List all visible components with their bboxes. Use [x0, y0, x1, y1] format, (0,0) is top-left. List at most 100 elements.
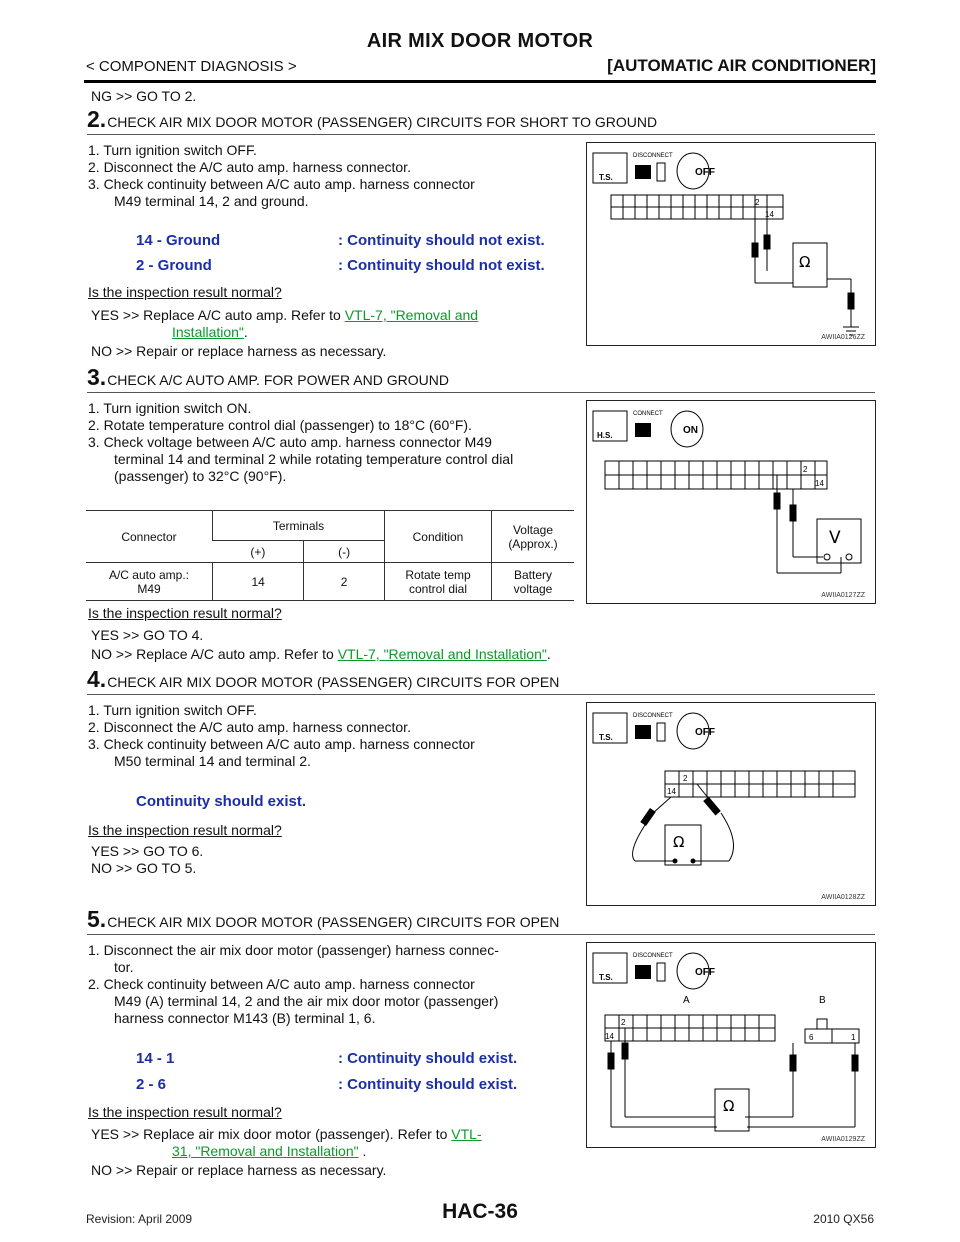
- spec-value: : Continuity should exist.: [338, 1076, 518, 1093]
- svg-text:T.S.: T.S.: [599, 973, 613, 982]
- step-5-rule: [87, 934, 875, 935]
- table-header: Terminals: [212, 510, 385, 541]
- step-3-line: 3. Check voltage between A/C auto amp. h…: [88, 434, 492, 450]
- step-2-heading: 2.CHECK AIR MIX DOOR MOTOR (PASSENGER) C…: [87, 106, 658, 132]
- header-rule: [84, 80, 876, 83]
- intro-text: NG >> GO TO 2.: [91, 88, 197, 104]
- step-2-line: 1. Turn ignition switch OFF.: [88, 142, 257, 158]
- inspection-question: Is the inspection result normal?: [88, 605, 282, 621]
- step-4-line: 1. Turn ignition switch OFF.: [88, 702, 257, 718]
- yes-result: YES >> Replace air mix door motor (passe…: [91, 1126, 482, 1142]
- svg-text:OFF: OFF: [695, 967, 715, 978]
- svg-text:2: 2: [755, 198, 760, 207]
- svg-text:T.S.: T.S.: [599, 173, 613, 182]
- step-4-heading: 4.CHECK AIR MIX DOOR MOTOR (PASSENGER) C…: [87, 666, 560, 692]
- probe-wires: [607, 1028, 859, 1132]
- ohm-meter-icon: Ω: [673, 833, 684, 851]
- no-result: NO >> GO TO 5.: [91, 860, 197, 876]
- no-result: NO >> Replace A/C auto amp. Refer to VTL…: [91, 646, 551, 662]
- step-2-line: 3. Check continuity between A/C auto amp…: [88, 176, 475, 192]
- table-header: (-): [303, 540, 385, 563]
- step-2-line: 2. Disconnect the A/C auto amp. harness …: [88, 159, 411, 175]
- connector-grid: [610, 194, 784, 220]
- ohm-meter-icon: Ω: [723, 1097, 734, 1115]
- svg-text:CONNECT: CONNECT: [633, 411, 663, 417]
- table-cell: A/C auto amp.: M49: [86, 562, 213, 601]
- spec-value: : Continuity should not exist.: [338, 232, 545, 249]
- wiring-figure-3: T.S. OFF DISCONNECT 2 14 Ω AWIIA01: [586, 702, 876, 906]
- no-result: NO >> Repair or replace harness as neces…: [91, 343, 387, 359]
- connect-icon: H.S. ON CONNECT: [592, 410, 704, 448]
- table-cell: 2: [303, 562, 385, 601]
- svg-text:DISCONNECT: DISCONNECT: [633, 153, 673, 159]
- disconnect-icon: T.S. OFF DISCONNECT: [592, 152, 715, 190]
- step-4-rule: [87, 694, 875, 695]
- step-4-line: 3. Check continuity between A/C auto amp…: [88, 736, 475, 752]
- section-breadcrumb: < COMPONENT DIAGNOSIS >: [86, 58, 297, 75]
- section-system: [AUTOMATIC AIR CONDITIONER]: [607, 56, 876, 75]
- voltmeter-icon: V: [829, 528, 841, 548]
- svg-text:1: 1: [851, 1033, 856, 1042]
- svg-text:OFF: OFF: [695, 727, 715, 738]
- svg-text:6: 6: [809, 1033, 814, 1042]
- page-number: HAC-36: [442, 1200, 518, 1223]
- reference-link[interactable]: 31, "Removal and Installation": [172, 1143, 359, 1159]
- inspection-question: Is the inspection result normal?: [88, 1104, 282, 1120]
- spec-label: 14 - 1: [136, 1050, 175, 1067]
- svg-text:T.S.: T.S.: [599, 733, 613, 742]
- step-4-line: M50 terminal 14 and terminal 2.: [114, 753, 311, 769]
- svg-text:14: 14: [765, 210, 774, 219]
- step-5-line: tor.: [114, 959, 134, 975]
- step-4-line: 2. Disconnect the A/C auto amp. harness …: [88, 719, 411, 735]
- svg-text:OFF: OFF: [695, 167, 715, 178]
- ohm-meter-icon: Ω: [799, 253, 810, 271]
- step-2-line: M49 terminal 14, 2 and ground.: [114, 193, 309, 209]
- spec-label: 14 - Ground: [136, 232, 221, 249]
- figure-id: AWIIA0129ZZ: [821, 1136, 865, 1143]
- probe-wires: [773, 475, 862, 574]
- step-3-line: 2. Rotate temperature control dial (pass…: [88, 417, 472, 433]
- yes-result-cont: 31, "Removal and Installation" .: [172, 1143, 367, 1159]
- reference-link[interactable]: VTL-7, "Removal and: [344, 307, 479, 323]
- step-3-rule: [87, 392, 875, 393]
- reference-link[interactable]: VTL-: [451, 1126, 482, 1142]
- step-3-line: terminal 14 and terminal 2 while rotatin…: [114, 451, 514, 467]
- step-2-rule: [87, 134, 875, 135]
- spec-label: 2 - 6: [136, 1076, 167, 1093]
- inspection-question: Is the inspection result normal?: [88, 284, 282, 300]
- svg-text:14: 14: [605, 1032, 614, 1041]
- figure-id: AWIIA0127ZZ: [821, 592, 865, 599]
- no-result: NO >> Repair or replace harness as neces…: [91, 1162, 387, 1178]
- probe-wires: [751, 207, 859, 336]
- spec-value: Continuity should exist.: [136, 793, 307, 810]
- connector-b-label: B: [819, 995, 826, 1006]
- wiring-figure-4: T.S. OFF DISCONNECT A B 2 14 6 1: [586, 942, 876, 1148]
- spec-value: : Continuity should exist.: [338, 1050, 518, 1067]
- connector-grid: [664, 770, 856, 798]
- disconnect-icon: T.S. OFF DISCONNECT: [592, 952, 715, 990]
- table-header: (+): [212, 540, 304, 563]
- step-3-line: (passenger) to 32°C (90°F).: [114, 468, 287, 484]
- svg-text:2: 2: [803, 465, 808, 474]
- yes-result: YES >> GO TO 4.: [91, 627, 204, 643]
- voltage-table: Connector Terminals Condition Voltage (A…: [86, 510, 574, 601]
- spec-value: : Continuity should not exist.: [338, 257, 545, 274]
- wiring-figure-2: H.S. ON CONNECT 2 14 V AWIIA0127ZZ: [586, 400, 876, 604]
- step-5-line: harness connector M143 (B) terminal 1, 6…: [114, 1010, 376, 1026]
- spec-label: 2 - Ground: [136, 257, 212, 274]
- svg-text:DISCONNECT: DISCONNECT: [633, 953, 673, 959]
- yes-result: YES >> GO TO 6.: [91, 843, 204, 859]
- probe-wires: [632, 783, 734, 866]
- table-cell: Rotate temp control dial: [384, 562, 492, 601]
- connector-b: [804, 1018, 860, 1044]
- disconnect-icon: T.S. OFF DISCONNECT: [592, 712, 715, 750]
- page-title: AIR MIX DOOR MOTOR: [366, 30, 594, 52]
- reference-link[interactable]: Installation": [172, 324, 244, 340]
- svg-text:ON: ON: [683, 425, 698, 436]
- svg-text:DISCONNECT: DISCONNECT: [633, 713, 673, 719]
- inspection-question: Is the inspection result normal?: [88, 822, 282, 838]
- reference-link[interactable]: VTL-7, "Removal and Installation": [337, 646, 547, 662]
- step-3-line: 1. Turn ignition switch ON.: [88, 400, 252, 416]
- connector-grid: [604, 1014, 776, 1042]
- yes-result: YES >> Replace A/C auto amp. Refer to VT…: [91, 307, 479, 323]
